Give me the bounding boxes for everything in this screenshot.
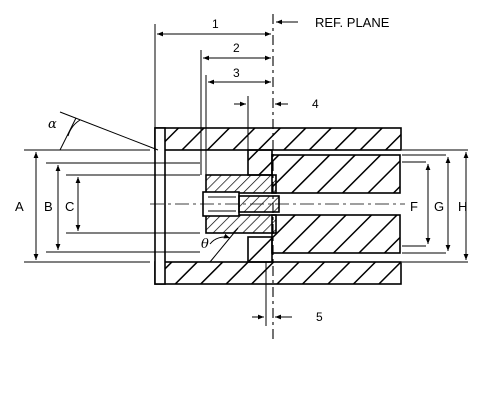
dim-A-label: A [15, 199, 24, 214]
theta-leader [209, 227, 239, 263]
left-extension-lines [24, 149, 200, 263]
dielectric [205, 154, 401, 254]
center-contact [202, 191, 280, 217]
dim-F-label: F [410, 199, 418, 214]
dim-5-label: 5 [316, 310, 323, 324]
alpha-label: α [48, 117, 57, 132]
dim-2-label: 2 [233, 41, 240, 55]
dim-G-label: G [434, 199, 444, 214]
dim-C-label: C [65, 199, 74, 214]
theta-arc [209, 233, 231, 245]
alpha-leader-2 [59, 117, 77, 151]
outer-sleeve [154, 127, 402, 285]
dim-H-label: H [458, 199, 467, 214]
dim-4-label: 4 [312, 97, 319, 111]
theta-label: θ [201, 237, 209, 252]
dim-3-label: 3 [233, 66, 240, 80]
ref-plane-label: REF. PLANE [315, 15, 390, 30]
alpha-arc [67, 119, 81, 137]
top-extension-lines [154, 24, 249, 175]
alpha-leader-1 [59, 111, 159, 151]
right-extension-lines [402, 149, 468, 263]
dim-B-label: B [44, 199, 53, 214]
dim-1-label: 1 [212, 17, 219, 31]
